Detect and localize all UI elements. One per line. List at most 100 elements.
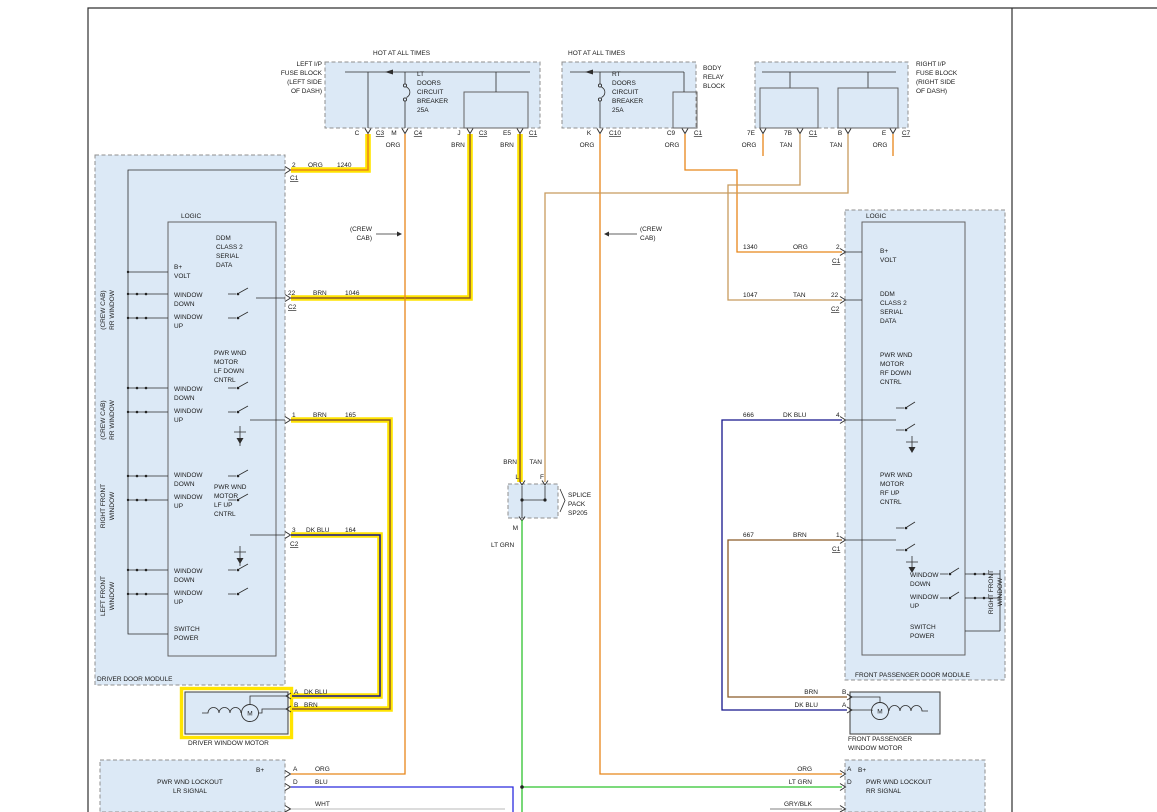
window-up-label: UP [174, 599, 183, 606]
side-label: WINDOW [109, 491, 116, 520]
lf-down-label: LF DOWN [214, 368, 244, 375]
pin-letter: A [294, 689, 299, 696]
switch-contact-symbols [228, 287, 249, 596]
switch-contact-symbols [896, 401, 960, 600]
side-label: (CREW CAB) [100, 290, 107, 329]
wire-color-label: TAN [793, 292, 806, 299]
wire-tan-splice [544, 134, 849, 482]
rt-breaker-label: BREAKER [612, 98, 643, 105]
rt-breaker-label: RT [612, 71, 621, 78]
side-label: RIGHT FRONT [988, 570, 995, 614]
armature-symbol [888, 705, 928, 712]
circuit-number: 1240 [337, 162, 352, 169]
bus-arrow-icon [385, 69, 393, 75]
page-frame [87, 7, 1157, 812]
component-name: RR SIGNAL [866, 788, 901, 795]
window-down-label: DOWN [174, 395, 195, 402]
window-down-label: WINDOW [910, 572, 939, 579]
window-up-label: UP [174, 323, 183, 330]
lr-lockout-module [99, 759, 292, 812]
circuit-number: 164 [345, 527, 356, 534]
lf-up-label: PWR WND [214, 484, 247, 491]
side-label: (CREW CAB) [100, 400, 107, 439]
pin-letter: M [513, 525, 518, 532]
component-name: DRIVER WINDOW MOTOR [188, 740, 269, 747]
component-name: PWR WND LOCKOUT [866, 779, 932, 786]
pin-number: 2 [836, 244, 840, 251]
right-fuse-block-name: OF DASH) [916, 88, 947, 95]
wire-color-label: BRN [793, 532, 807, 539]
window-up-label: WINDOW [174, 314, 203, 321]
pin-number: 2 [292, 162, 296, 169]
circuit-number: 165 [345, 412, 356, 419]
lt-breaker-label: CIRCUIT [417, 89, 443, 96]
pin-letter: L [515, 474, 519, 481]
pin-letter: D [293, 779, 298, 786]
switch-power-label: SWITCH [174, 626, 200, 633]
wire-color-label: DK BLU [304, 689, 328, 696]
hot-at-all-times-right: HOT AT ALL TIMES [568, 50, 626, 57]
window-down-label: WINDOW [174, 386, 203, 393]
rf-up-label: CNTRL [880, 499, 902, 506]
side-label: WINDOW [109, 581, 116, 610]
front-passenger-door-module [839, 209, 1006, 681]
right-fuse-block-name: RIGHT I/P [916, 61, 946, 68]
hot-at-all-times-left: HOT AT ALL TIMES [373, 50, 431, 57]
pin-connector: C2 [290, 541, 299, 548]
motor-driver-symbols [906, 436, 918, 573]
motor-m-label: M [877, 709, 882, 716]
wire-color-label: ORG [793, 244, 808, 251]
left-fuse-block-name: (LEFT SIDE [287, 79, 323, 86]
body-relay-right-fuse-block [754, 61, 909, 135]
motor-symbol [241, 704, 259, 722]
logic-label: LOGIC [866, 213, 887, 220]
component-name: WINDOW MOTOR [848, 745, 903, 752]
right-fuse-block-name: (RIGHT SIDE [916, 79, 956, 86]
rt-breaker-label: 25A [612, 107, 624, 114]
window-down-label: DOWN [174, 301, 195, 308]
component-name: FRONT PASSENGER [848, 736, 912, 743]
ddm-label: DDM [216, 235, 231, 242]
pin-connector: C1 [832, 546, 841, 553]
lf-up-label: CNTRL [214, 511, 236, 518]
rf-up-label: MOTOR [880, 481, 904, 488]
pin-number: 22 [831, 292, 839, 299]
pin-label: 7E [747, 130, 756, 137]
wire-lt-grn [521, 520, 842, 812]
lf-up-label: LF UP [214, 502, 232, 509]
splice-label: SP205 [568, 510, 588, 517]
wire-color-label: LT GRN [789, 779, 813, 786]
circuit-number: 1046 [345, 290, 360, 297]
driver-window-motor [184, 691, 292, 735]
rf-up-label: PWR WND [880, 472, 913, 479]
rf-down-label: PWR WND [880, 352, 913, 359]
rf-up-label: RF UP [880, 490, 900, 497]
splice-pack-sp205 [507, 480, 566, 522]
b-volt-label: B+ [880, 248, 888, 255]
connector-label: C7 [902, 130, 911, 137]
crew-cab-note: CAB) [356, 235, 372, 242]
wire-color-label: BLU [315, 779, 328, 786]
pin-number: 3 [292, 527, 296, 534]
pin-connector: C2 [288, 304, 297, 311]
pin-connector: C1 [290, 175, 299, 182]
pin-letter: B [842, 689, 846, 696]
window-up-label: UP [910, 603, 919, 610]
rf-down-label: CNTRL [880, 379, 902, 386]
pin-label: C [355, 130, 360, 137]
pin-number: 22 [288, 290, 296, 297]
wire-color-label: TAN [830, 142, 843, 149]
wire-color-label: ORG [386, 142, 401, 149]
pin-label: 7B [784, 130, 792, 137]
window-down-label: DOWN [174, 481, 195, 488]
pin-number: 4 [836, 412, 840, 419]
pin-label: J [457, 130, 460, 137]
wire-brn-667 [727, 539, 847, 698]
pin-number: 1 [836, 532, 840, 539]
motor-symbol [871, 702, 889, 720]
ddm-label: DATA [216, 262, 233, 269]
pin-letter: A [842, 702, 847, 709]
labels: HOT AT ALL TIMES HOT AT ALL TIMES LEFT I… [97, 50, 1004, 808]
wire-tan-1047 [727, 134, 842, 301]
connector-label: C3 [376, 130, 385, 137]
